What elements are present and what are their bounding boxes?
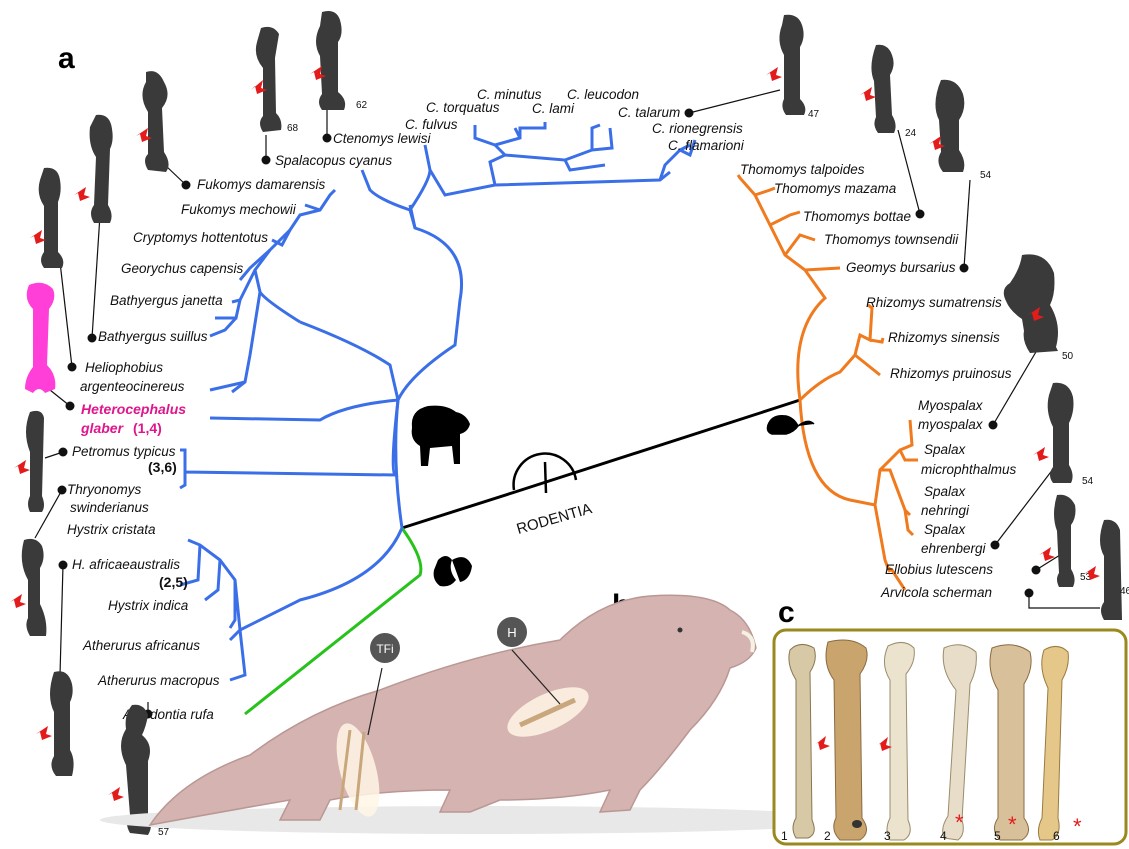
femur-silhouette [1033,383,1074,483]
femur-silhouette [74,115,113,223]
photo-number: 6 [1053,829,1060,843]
photo-number: 1 [781,829,788,843]
femur-silhouette [14,411,44,512]
taxon-label: Spalacopus cyanus [275,153,392,168]
taxon-label: Fukomys mechowii [181,202,297,217]
taxon-label: C. rionegrensis [652,121,743,136]
heterocephalus-genus: Heterocephalus [81,401,186,417]
squirrel-icon [434,556,472,586]
taxon-label: Spalax [924,442,967,457]
bone-number: 24 [905,128,917,139]
bone-number: 46 [1120,586,1129,597]
taxon-label: Thryonomys [67,482,142,497]
taxon-label: swinderianus [70,500,149,515]
taxon-label: Thomomys talpoides [740,162,865,177]
photo-number: 4 [940,829,947,843]
taxon-label: C. lami [532,101,575,116]
note-hystrix: (2,5) [159,574,188,590]
taxon-label: Myospalax [918,398,984,413]
femur-heterocephalus [25,283,55,393]
taxon-label: Hystrix indica [108,598,189,613]
photo-number: 3 [884,829,891,843]
femur-silhouette [766,15,805,115]
taxon-label: Rhizomys pruinosus [890,366,1012,381]
asterisk-icon: * [1008,812,1017,837]
h-label: H [507,625,516,640]
taxon-label: argenteocinereus [80,379,185,394]
bone-number: 47 [808,109,820,120]
femur-silhouette [860,45,896,133]
mouse-icon [768,416,815,434]
bone-number: 68 [287,123,299,134]
panel-label-a: a [58,42,75,75]
femur-silhouette [1039,495,1076,587]
taxon-label: Atherurus africanus [82,638,200,653]
photo-number: 2 [824,829,831,843]
taxon-label: Rhizomys sumatrensis [866,295,1002,310]
taxon-label: Rhizomys sinensis [888,330,1000,345]
taxon-label: C. flamarioni [668,138,745,153]
heterocephalus-note: (1,4) [133,420,162,436]
taxon-label: Spalax [924,484,967,499]
femur-silhouette [36,671,74,776]
taxon-label: Cryptomys hottentotus [133,230,268,245]
taxon-label: ehrenbergi [921,541,987,556]
bone-number: 50 [1062,351,1074,362]
taxon-label: Ellobius lutescens [885,562,993,577]
taxon-label: Petromus typicus [72,444,176,459]
taxon-label: Thomomys townsendii [824,232,959,247]
taxon-label: Thomomys bottae [803,209,911,224]
bone-number: 57 [158,827,170,838]
bone-number: 62 [356,100,368,111]
taxon-label: Bathyergus janetta [110,293,223,308]
capybara-icon [412,406,470,466]
taxon-label: Atherurus macropus [97,673,220,688]
bone-number: 54 [1082,476,1094,487]
taxon-label: Georychus capensis [121,261,244,276]
taxon-label: C. minutus [477,87,542,102]
taxon-label: Spalax [924,522,967,537]
photo-number: 5 [994,829,1001,843]
taxon-label: C. talarum [618,105,680,120]
asterisk-icon: * [1073,814,1082,839]
femur-silhouette [10,539,46,636]
taxon-label: Thomomys mazama [774,181,897,196]
femur-silhouette [136,71,169,172]
femur-silhouette [929,80,964,172]
taxon-label: Hystrix cristata [67,522,156,537]
taxon-label: C. torquatus [426,100,500,115]
rodentia-label: RODENTIA [515,500,594,538]
asterisk-icon: * [955,810,964,835]
panel-label-c: c [778,596,795,629]
taxon-label: Ctenomys lewisi [333,131,432,146]
taxon-label: C. leucodon [567,87,639,102]
taxon-label: H. africaeaustralis [72,557,180,572]
taxon-label: microphthalmus [921,462,1017,477]
taxon-label: nehringi [921,503,970,518]
note-petromus: (3,6) [148,459,177,475]
taxon-label: Arvicola scherman [880,585,992,600]
femur-silhouette [30,168,63,268]
femur-silhouette [251,27,281,132]
mole-rat-illustration: TFi H [100,595,860,834]
taxa-myomorpha: Thomomys talpoides Thomomys mazama Thomo… [740,162,1017,600]
bone-number: 54 [980,170,992,181]
taxon-label: C. fulvus [405,117,458,132]
femur-silhouette [310,11,345,110]
taxon-label: myospalax [918,417,984,432]
taxon-heterocephalus: Heterocephalus glaber (1,4) [80,401,186,436]
taxon-label: Heliophobius [85,360,163,375]
heterocephalus-species: glaber [80,420,125,436]
taxon-label: Bathyergus suillus [98,329,208,344]
femur-silhouette [1084,520,1122,620]
taxon-label: Geomys bursarius [846,260,956,275]
bone-photo-panel: * * * 1 2 3 4 5 6 [774,630,1126,844]
femur-silhouette [1004,254,1058,353]
taxon-label: Fukomys damarensis [197,177,326,192]
tfi-label: TFi [376,642,393,656]
